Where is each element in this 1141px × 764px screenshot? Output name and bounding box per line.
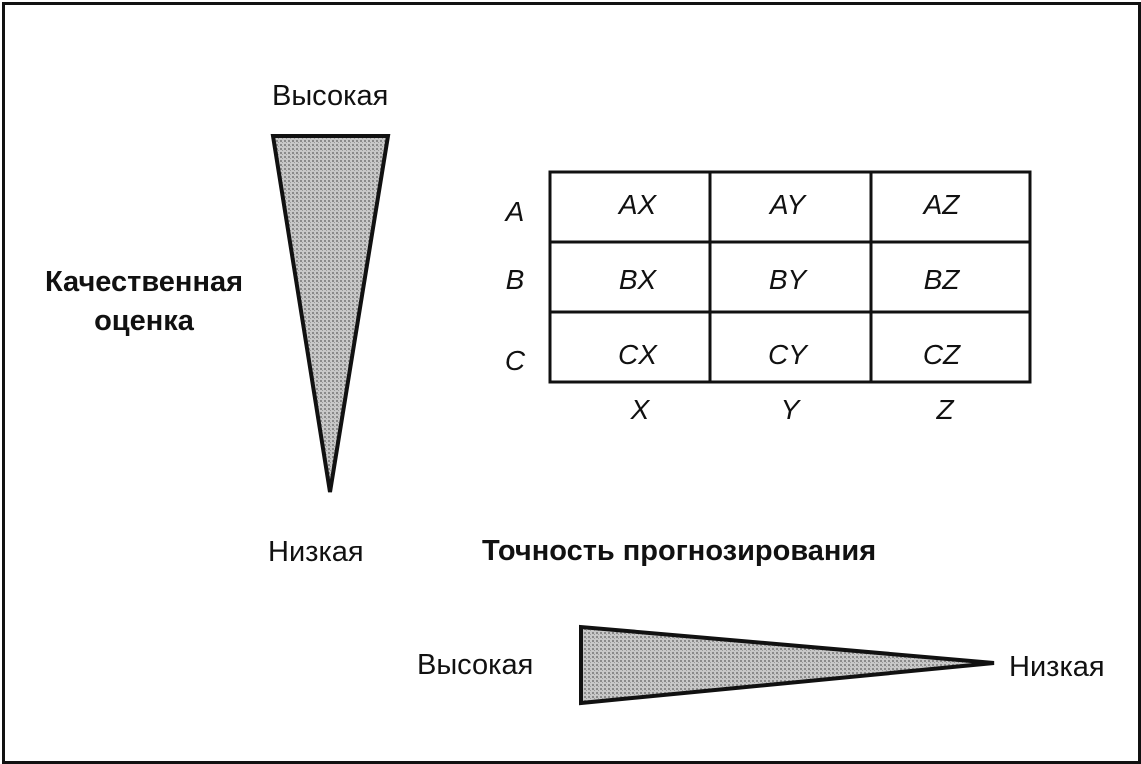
matrix-cell-cz: CZ	[922, 339, 961, 370]
matrix-cell-bz: BZ	[923, 264, 960, 295]
quality-high-label: Высокая	[272, 80, 389, 112]
col-label-x: X	[630, 394, 650, 425]
quality-wedge	[270, 134, 391, 493]
row-label-a: A	[505, 196, 525, 227]
quality-axis-title-line1: Качественная	[44, 266, 244, 298]
abc-xyz-matrix-grid	[548, 170, 1032, 384]
col-label-y: Y	[780, 394, 800, 425]
accuracy-high-label: Высокая	[417, 649, 534, 681]
row-label-b: B	[505, 264, 525, 295]
matrix-cell-bx: BX	[618, 264, 657, 295]
quality-low-label: Низкая	[268, 536, 364, 568]
accuracy-low-label: Низкая	[1009, 651, 1105, 683]
quality-axis-title-line2: оценка	[94, 305, 194, 337]
matrix-cell-ay: AY	[769, 189, 806, 220]
row-label-c: C	[504, 345, 526, 376]
matrix-cell-by: BY	[768, 264, 807, 295]
accuracy-wedge	[579, 624, 995, 706]
matrix-cell-cx: CX	[618, 339, 657, 370]
matrix-cell-az: AZ	[923, 189, 960, 220]
matrix-cell-ax: AX	[618, 189, 657, 220]
accuracy-axis-title: Точность прогнозирования	[482, 535, 877, 567]
matrix-cell-cy: CY	[768, 339, 807, 370]
col-label-z: Z	[936, 394, 954, 425]
